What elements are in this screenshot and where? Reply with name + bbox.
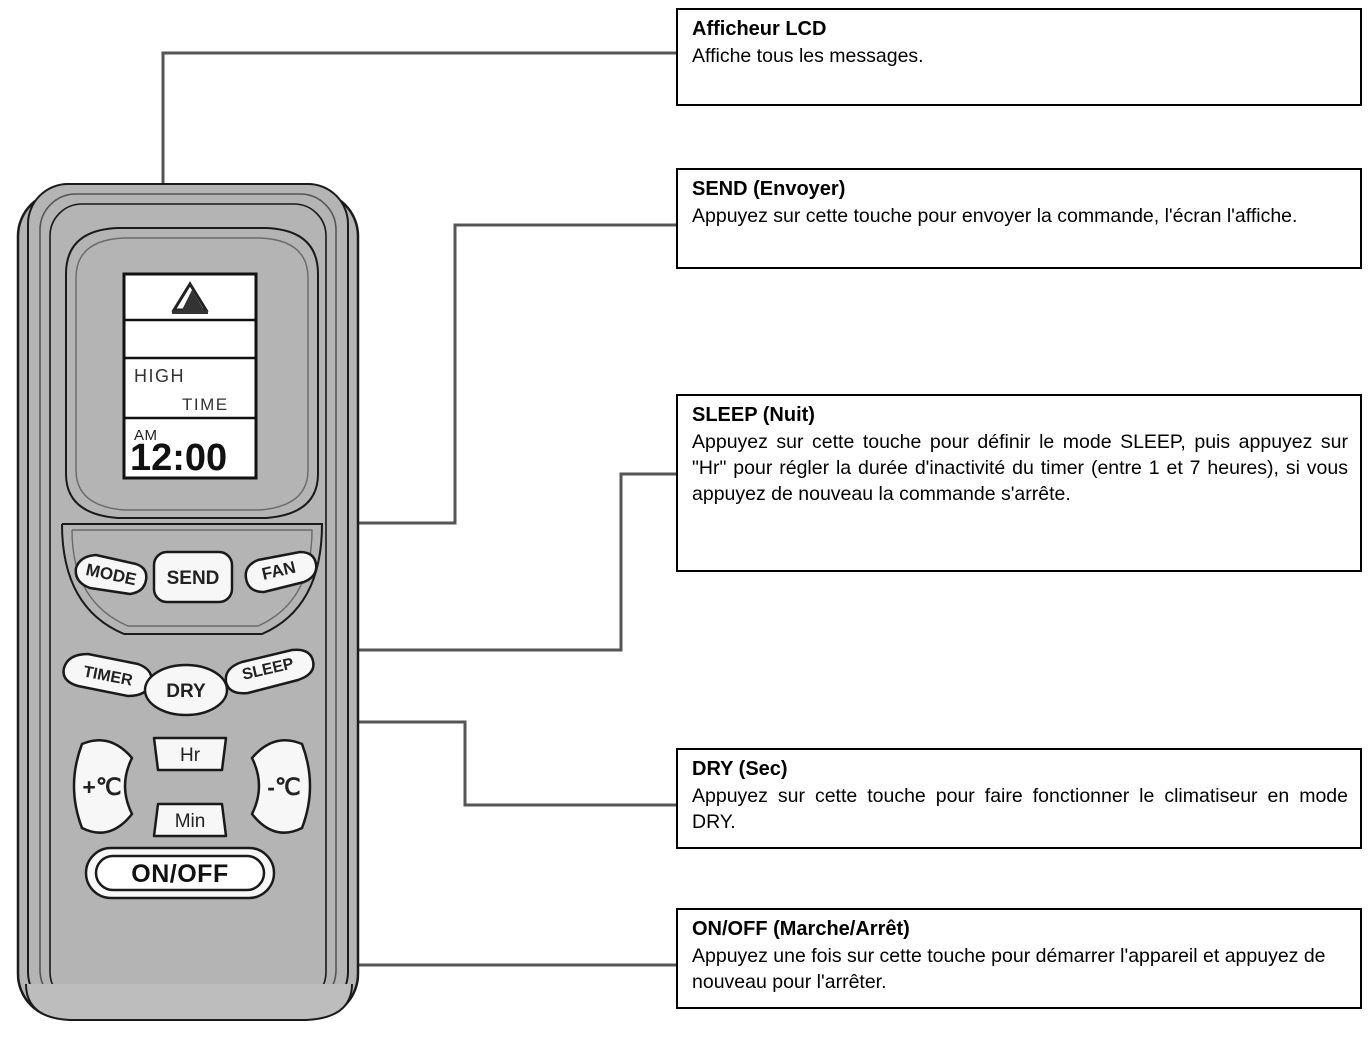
- button-send-label: SEND: [167, 568, 220, 589]
- lcd-meridiem: AM: [134, 427, 158, 444]
- button-sleep[interactable]: SLEEP: [224, 648, 315, 695]
- callout-box-dry: DRY (Sec) Appuyez sur cette touche pour …: [676, 748, 1362, 849]
- button-dry-label: DRY: [166, 681, 206, 702]
- button-onoff-label: ON/OFF: [131, 860, 228, 888]
- button-fan[interactable]: FAN: [244, 550, 318, 594]
- button-dry[interactable]: DRY: [143, 663, 229, 717]
- button-temp-down[interactable]: -℃: [250, 739, 312, 834]
- button-hour[interactable]: Hr: [152, 736, 228, 772]
- callout-body-sleep: Appuyez sur cette touche pour définir le…: [692, 431, 1348, 505]
- button-mode[interactable]: MODE: [74, 553, 148, 596]
- lcd-bezel: [65, 227, 319, 519]
- lcd-fan-speed: HIGH: [134, 366, 185, 386]
- callout-box-lcd: Afficheur LCD Affiche tous les messages.: [676, 8, 1362, 106]
- callout-body-dry: Appuyez sur cette touche pour faire fonc…: [692, 785, 1348, 833]
- button-onoff[interactable]: ON/OFF: [84, 846, 276, 900]
- button-timer[interactable]: TIMER: [62, 652, 153, 698]
- button-row-3: +℃ Hr Min -℃: [72, 736, 312, 838]
- lcd-display: HIGH TIME AM 12:00: [122, 272, 258, 480]
- remote-control-illustration: HIGH TIME AM 12:00 MODE: [14, 178, 374, 1028]
- button-send[interactable]: SEND: [152, 550, 234, 604]
- button-temp-up-label: +℃: [82, 774, 121, 800]
- callout-box-onoff: ON/OFF (Marche/Arrêt) Appuyez une fois s…: [676, 908, 1362, 1009]
- button-minute-label: Min: [175, 811, 206, 832]
- button-minute[interactable]: Min: [152, 802, 228, 838]
- heat-triangle-icon: [171, 281, 209, 314]
- callout-body-lcd: Affiche tous les messages.: [692, 45, 924, 67]
- callout-body-onoff: Appuyez une fois sur cette touche pour d…: [692, 945, 1326, 993]
- callout-title-sleep: SLEEP (Nuit): [692, 404, 815, 426]
- callout-box-send: SEND (Envoyer) Appuyez sur cette touche …: [676, 168, 1362, 269]
- lcd-timer-label: TIME: [182, 395, 229, 414]
- callout-title-lcd: Afficheur LCD: [692, 18, 827, 40]
- callout-title-onoff: ON/OFF (Marche/Arrêt): [692, 918, 910, 940]
- button-hour-label: Hr: [180, 745, 201, 766]
- button-row-1: MODE SEND FAN: [74, 550, 318, 604]
- callout-box-sleep: SLEEP (Nuit) Appuyez sur cette touche po…: [676, 394, 1362, 572]
- callout-title-send: SEND (Envoyer): [692, 178, 846, 200]
- button-temp-down-label: -℃: [267, 774, 301, 800]
- button-temp-up[interactable]: +℃: [72, 739, 134, 834]
- lcd-clock: 12:00: [130, 437, 227, 479]
- callout-body-send: Appuyez sur cette touche pour envoyer la…: [692, 205, 1298, 227]
- button-row-2: TIMER DRY SLEEP: [62, 648, 315, 717]
- button-row-4: ON/OFF: [84, 846, 276, 900]
- callout-title-dry: DRY (Sec): [692, 758, 788, 780]
